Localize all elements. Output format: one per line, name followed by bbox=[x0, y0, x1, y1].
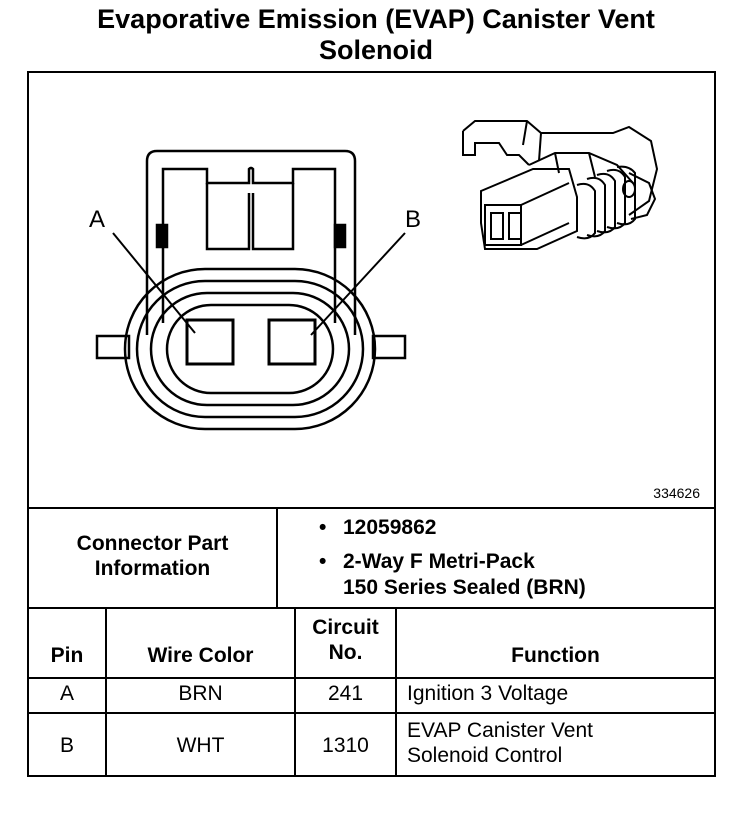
pin-label-a: A bbox=[89, 206, 105, 233]
row-b-circuit: 1310 bbox=[322, 734, 369, 757]
divider-line bbox=[294, 607, 296, 777]
connector-info-label-line-1: Connector Part bbox=[76, 532, 229, 555]
title-line-1: Evaporative Emission (EVAP) Canister Ven… bbox=[97, 4, 655, 34]
connector-figure: A B bbox=[29, 73, 714, 507]
connector-face-view bbox=[95, 149, 407, 431]
row-a-circuit: 241 bbox=[327, 682, 364, 705]
row-b-pin: B bbox=[59, 734, 74, 757]
divider-line bbox=[29, 712, 714, 714]
header-circuit-no: Circuit No. bbox=[296, 615, 395, 665]
connector-info-values: • 12059862 • 2-Way F Metri-Pack 150 Seri… bbox=[319, 515, 709, 601]
header-function: Function bbox=[511, 644, 600, 667]
bullet-description: • bbox=[319, 550, 327, 573]
bullet-part-number: • bbox=[319, 516, 327, 539]
row-b-wire-color: WHT bbox=[176, 734, 225, 757]
connector-illustration: A B bbox=[89, 120, 659, 431]
title-line-2: Solenoid bbox=[319, 35, 433, 65]
divider-line bbox=[29, 607, 714, 609]
leader-line-b bbox=[310, 232, 406, 336]
connector-info-label: Connector Part Information bbox=[29, 531, 276, 581]
figure-number: 334626 bbox=[653, 485, 700, 501]
header-pin: Pin bbox=[50, 644, 84, 667]
connector-perspective-view bbox=[462, 120, 659, 250]
divider-line bbox=[276, 507, 278, 607]
part-number: 12059862 bbox=[343, 516, 437, 539]
header-circuit-line-2: No. bbox=[328, 641, 363, 664]
row-a-wire-color: BRN bbox=[178, 682, 223, 705]
row-b-function-line-1: EVAP Canister Vent bbox=[407, 719, 593, 742]
row-b-function-line-2: Solenoid Control bbox=[407, 744, 563, 767]
pin-label-b: B bbox=[405, 206, 421, 233]
divider-line bbox=[29, 677, 714, 679]
row-a-function: Ignition 3 Voltage bbox=[407, 682, 569, 705]
row-a-pin: A bbox=[59, 682, 74, 705]
header-circuit-line-1: Circuit bbox=[312, 616, 379, 639]
connector-info-label-line-2: Information bbox=[94, 557, 211, 580]
connector-description-line-1: 2-Way F Metri-Pack bbox=[343, 550, 535, 573]
header-wire-color: Wire Color bbox=[147, 644, 254, 667]
connector-description-line-2: 150 Series Sealed (BRN) bbox=[343, 576, 586, 599]
divider-line bbox=[105, 607, 107, 777]
diagram-frame: A B bbox=[27, 71, 716, 777]
row-b-function: EVAP Canister Vent Solenoid Control bbox=[407, 718, 707, 768]
leader-line-a bbox=[112, 232, 196, 334]
divider-line bbox=[29, 507, 714, 509]
diagram-title: Evaporative Emission (EVAP) Canister Ven… bbox=[0, 4, 752, 66]
divider-line bbox=[395, 607, 397, 777]
